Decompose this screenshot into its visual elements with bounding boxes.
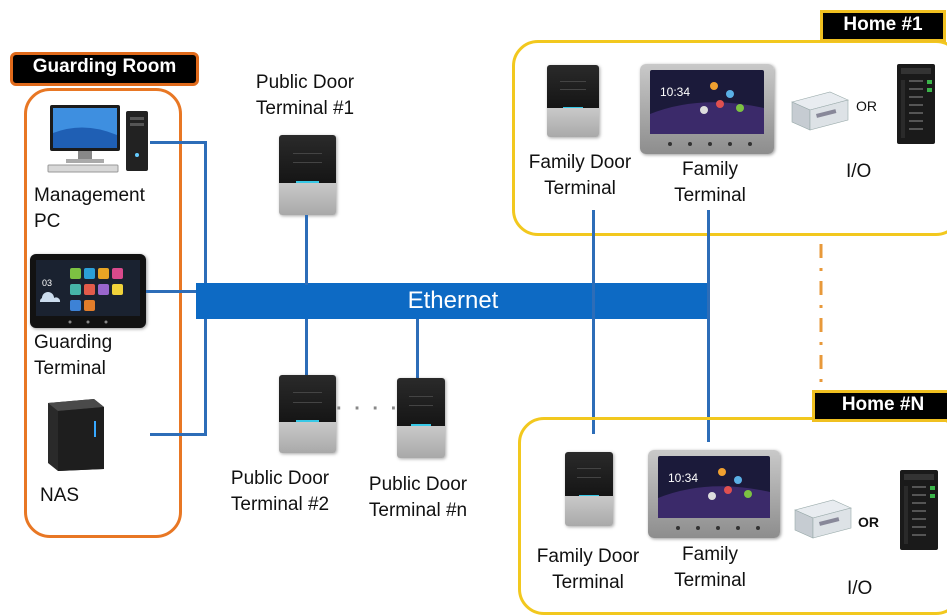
management-pc-label: Management PC: [34, 185, 145, 232]
home-1-family-terminal-label: Family Terminal: [674, 159, 746, 206]
home-n-family-terminal-icon: 10:34: [648, 450, 780, 538]
home-1-clock: 10:34: [660, 85, 690, 99]
home-n-io-board-icon: [900, 470, 938, 550]
public-door-terminal-n-icon: [397, 378, 445, 458]
home-1-enclosure: [512, 40, 947, 236]
management-pc-icon: [44, 103, 150, 175]
home-1-family-door-label: Family Door Terminal: [528, 152, 632, 199]
home-n-family-terminal-label: Family Terminal: [674, 544, 746, 591]
homes-continuation-connector: [818, 244, 824, 414]
guarding-terminal-icon: 03: [30, 254, 146, 328]
link-public-door-1: [305, 215, 308, 285]
home-1-io-module-icon: [790, 88, 850, 132]
public-door-1-label: Public Door Terminal #1: [255, 72, 355, 119]
public-door-terminal-2-icon: [279, 375, 336, 453]
ethernet-bus: Ethernet: [196, 283, 710, 319]
home-n-io-label: I/O: [847, 578, 873, 599]
home-1-io-label: I/O: [846, 161, 872, 182]
home-1-or-label: OR: [856, 98, 877, 114]
guarding-room-enclosure: [24, 88, 182, 538]
home-1-family-door-icon: [547, 65, 599, 137]
link-home-1-family-door: [592, 210, 595, 434]
home-n-family-door-icon: [565, 452, 613, 526]
public-door-terminal-1-icon: [279, 135, 336, 215]
guarding-room-title: Guarding Room: [10, 52, 199, 86]
public-door-n-label: Public Door Terminal #n: [368, 474, 468, 521]
nas-icon: [42, 393, 108, 473]
guarding-screen-clock: 03: [42, 278, 52, 288]
home-n-io-module-icon: [793, 496, 853, 540]
link-public-door-2: [305, 319, 308, 375]
public-door-separator: · · · · ·: [336, 398, 419, 420]
guarding-terminal-label: Guarding Terminal: [34, 332, 113, 379]
home-n-or-label: OR: [858, 514, 879, 530]
home-1-title: Home #1: [820, 10, 946, 42]
link-public-door-n: [416, 319, 419, 379]
home-n-family-door-label: Family Door Terminal: [536, 546, 640, 593]
link-nas: [150, 433, 207, 436]
home-1-io-board-icon: [897, 64, 935, 144]
public-door-2-label: Public Door Terminal #2: [230, 468, 330, 515]
home-n-clock: 10:34: [668, 471, 698, 485]
link-guarding-terminal: [146, 290, 207, 293]
nas-label: NAS: [40, 485, 80, 506]
home-n-title: Home #N: [812, 390, 947, 422]
link-home-1-family-terminal: [707, 210, 710, 442]
link-pc: [150, 141, 207, 144]
home-1-family-terminal-icon: 10:34: [640, 64, 774, 154]
